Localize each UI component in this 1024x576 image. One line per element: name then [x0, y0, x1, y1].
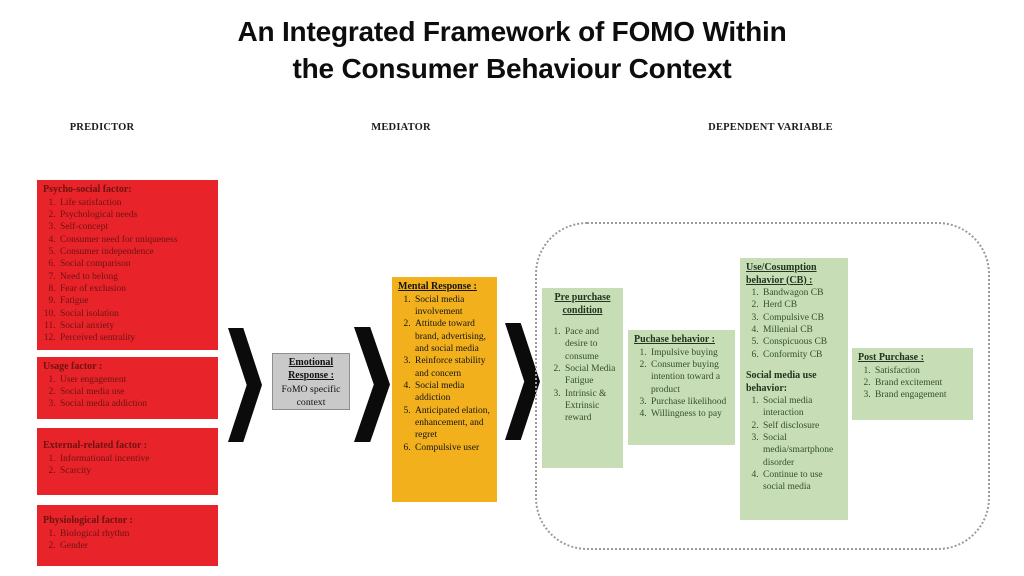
list-item: Brand excitement [873, 377, 967, 389]
list-item: Continue to use social media [761, 469, 842, 494]
page-title: An Integrated Framework of FOMO Within t… [0, 14, 1024, 88]
list-item: Pace and desire to consume [563, 326, 617, 363]
list-item: Millenial CB [761, 324, 842, 336]
box-heading: Mental Response : [398, 281, 477, 292]
list-item: Reinforce stability and concern [413, 355, 491, 380]
column-header-predictor: PREDICTOR [69, 122, 135, 133]
column-header-mediator: MEDIATOR [371, 122, 431, 133]
list-item: Self disclosure [761, 420, 842, 432]
list-item: Anticipated elation, enhancement, and re… [413, 405, 491, 442]
list-item: Social media addiction [413, 380, 491, 405]
list-item: Self-concept [58, 221, 212, 233]
predictor-box-usage: Usage factor : User engagementSocial med… [37, 357, 218, 419]
list-item: Social anxiety [58, 320, 212, 332]
list-item: User engagement [58, 374, 212, 386]
page-title-line1: An Integrated Framework of FOMO Within [237, 16, 787, 47]
list-item: Satisfaction [873, 365, 967, 377]
dependent-box-purchase-behavior: Puchase behavior : Impulsive buyingConsu… [628, 330, 735, 445]
list-item: Conspicuous CB [761, 336, 842, 348]
list-item: Social Media Fatigue [563, 363, 617, 388]
box-heading: Emotional Response : [288, 357, 334, 381]
box-list: Bandwagon CBHerd CBCompulsive CBMillenia… [746, 287, 842, 361]
box-heading: Usage factor : [43, 361, 103, 372]
box-subheading: Social media use behavior: [746, 370, 817, 394]
dependent-box-pre-purchase-condition: Pre purchase condition Pace and desire t… [542, 288, 623, 468]
box-list: Informational incentiveScarcity [43, 453, 212, 478]
dependent-box-use-consumption-behavior: Use/Cosumption behavior (CB) : Bandwagon… [740, 258, 848, 520]
list-item: Herd CB [761, 299, 842, 311]
predictor-box-psycho-social: Psycho-social factor: Life satisfactionP… [37, 180, 218, 350]
predictor-box-physiological: Physiological factor : Biological rhythm… [37, 505, 218, 566]
box-heading: External-related factor : [43, 440, 148, 451]
box-heading: Psycho-social factor: [43, 184, 132, 195]
list-item: Compulsive user [413, 442, 491, 454]
list-item: Consumer need for uniqueness [58, 234, 212, 246]
list-item: Psychological needs [58, 209, 212, 221]
box-heading: Physiological factor : [43, 515, 133, 526]
list-item: Life satisfaction [58, 197, 212, 209]
box-list: Pace and desire to consumeSocial Media F… [548, 326, 617, 425]
box-heading: Use/Cosumption behavior (CB) : [746, 262, 817, 286]
list-item: Intrinsic & Extrinsic reward [563, 388, 617, 425]
list-item: Need to belong [58, 271, 212, 283]
box-heading: Pre purchase condition [554, 292, 611, 316]
arrow-right-icon [354, 327, 390, 442]
list-item: Social media involvement [413, 294, 491, 319]
list-item: Brand engagement [873, 389, 967, 401]
list-item: Willingness to pay [649, 408, 729, 420]
list-item: Social media addiction [58, 398, 212, 410]
list-item: Social media/smartphone disorder [761, 432, 842, 469]
list-item: Scarcity [58, 465, 212, 477]
list-item: Conformity CB [761, 349, 842, 361]
box-heading: Post Purchase : [858, 352, 924, 363]
list-item: Impulsive buying [649, 347, 729, 359]
arrow-right-icon [228, 328, 262, 442]
list-item: Perceived sentrality [58, 332, 212, 344]
box-list: SatisfactionBrand excitementBrand engage… [858, 365, 967, 402]
list-item: Attitude toward brand, advertising, and … [413, 318, 491, 355]
box-list: User engagementSocial media useSocial me… [43, 374, 212, 411]
list-item: Social media interaction [761, 395, 842, 420]
box-list: Life satisfactionPsychological needsSelf… [43, 197, 212, 345]
page-title-line2: the Consumer Behaviour Context [292, 52, 732, 84]
list-item: Gender [58, 540, 212, 552]
box-list: Social media involvementAttitude toward … [398, 294, 491, 454]
box-list: Social media interactionSelf disclosureS… [746, 395, 842, 494]
list-item: Biological rhythm [58, 528, 212, 540]
mediator-box-emotional-response: Emotional Response : FoMO specific conte… [272, 353, 350, 410]
dependent-box-post-purchase: Post Purchase : SatisfactionBrand excite… [852, 348, 973, 420]
list-item: Compulsive CB [761, 312, 842, 324]
column-header-dependent-variable: DEPENDENT VARIABLE [708, 122, 833, 133]
list-item: Social media use [58, 386, 212, 398]
predictor-box-external-related: External-related factor : Informational … [37, 428, 218, 495]
box-heading: Puchase behavior : [634, 334, 715, 345]
list-item: Bandwagon CB [761, 287, 842, 299]
box-list: Biological rhythmGender [43, 528, 212, 553]
list-item: Consumer independence [58, 246, 212, 258]
box-list: Impulsive buyingConsumer buying intentio… [634, 347, 729, 421]
list-item: Social comparison [58, 258, 212, 270]
list-item: Fatigue [58, 295, 212, 307]
dependent-variable-container [535, 222, 990, 550]
list-item: Purchase likelihood [649, 396, 729, 408]
list-item: Social isolation [58, 308, 212, 320]
mediator-box-mental-response: Mental Response : Social media involveme… [392, 277, 497, 502]
list-item: Informational incentive [58, 453, 212, 465]
list-item: Consumer buying intention toward a produ… [649, 359, 729, 396]
list-item: Fear of exclusion [58, 283, 212, 295]
box-body: FoMO specific context [281, 384, 341, 408]
